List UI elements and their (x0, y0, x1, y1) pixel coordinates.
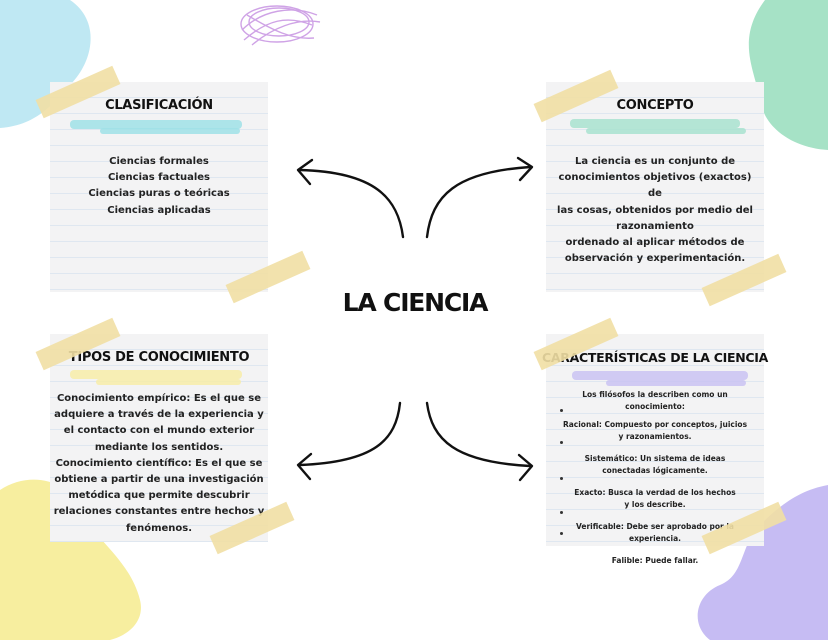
tipos-title: TIPOS DE CONOCIMIENTO (68, 350, 250, 365)
concepto-line: ordenado al aplicar métodos de (565, 237, 745, 249)
bullet-dot (560, 441, 563, 444)
purple-blob-decoration (697, 485, 828, 640)
concepto-line: conocimientos objetivos (exactos) de (558, 172, 752, 200)
clasificacion-highlight (70, 120, 242, 129)
tipos-line: mediante los sentidos. (94, 441, 224, 453)
arrow-bottom-left (298, 401, 402, 467)
clasificacion-title: CLASIFICACIÓN (105, 98, 213, 113)
tipos-line: fenómenos. (125, 522, 193, 534)
caracteristicas-item: Verificable: Debe ser aprobado por la ex… (576, 522, 734, 543)
tipos-text: Conocimiento empírico: Es el que se adqu… (52, 391, 266, 537)
arrow-top-right (425, 165, 532, 239)
tipos-line: adquiere a través de la experiencia y (54, 409, 264, 421)
clasificacion-list: Ciencias formales Ciencias factuales Cie… (56, 154, 262, 219)
clasificacion-item: Ciencias puras o teóricas (88, 188, 230, 200)
tipos-line: Conocimiento científico: Es el que se (55, 457, 263, 469)
tipos-highlight-2 (96, 379, 241, 385)
clasificacion-item: Ciencias formales (109, 156, 209, 167)
bullet-dot (560, 409, 563, 412)
scribble-decoration (240, 5, 321, 46)
center-title: LA CIENCIA (342, 288, 489, 317)
caracteristicas-item: Falible: Puede fallar. (611, 556, 699, 565)
tipos-card: TIPOS DE CONOCIMIENTO Conocimiento empír… (50, 334, 268, 542)
tipos-line: Conocimiento empírico: Es el que se (56, 393, 262, 404)
caracteristicas-intro: Los filósofos la describen como un conoc… (582, 390, 728, 411)
yellow-blob-decoration (0, 479, 141, 640)
arrowhead-bottom-left (296, 452, 313, 481)
caracteristicas-item: Sistemático: Un sistema de ideas conecta… (584, 454, 726, 475)
concepto-line: La ciencia es un conjunto de (574, 156, 736, 167)
arrow-top-left (298, 168, 405, 239)
concepto-line: observación y experimentación. (564, 253, 746, 265)
caracteristicas-highlight-2 (606, 380, 746, 386)
caracteristicas-item: Racional: Compuesto por conceptos, juici… (562, 420, 748, 441)
concepto-title: CONCEPTO (616, 98, 694, 113)
caracteristicas-highlight (572, 371, 748, 380)
concepto-line: razonamiento (616, 220, 694, 232)
arrow-bottom-right (425, 401, 532, 468)
caracteristicas-title: CARACTERÍSTICAS DE LA CIENCIA (542, 350, 768, 365)
concepto-line: las cosas, obtenidos por medio del (557, 204, 753, 216)
tipos-line: relaciones constantes entre hechos y (53, 506, 265, 518)
blue-blob-decoration (0, 0, 91, 128)
clasificacion-highlight-2 (100, 128, 240, 134)
arrowhead-bottom-right (517, 453, 534, 482)
clasificacion-card: CLASIFICACIÓN Ciencias formales Ciencias… (50, 82, 268, 292)
arrowhead-top-left (296, 158, 314, 186)
concepto-text: La ciencia es un conjunto de conocimient… (552, 154, 758, 267)
tipos-line: metódica que permite descubrir (68, 490, 250, 502)
concepto-card: CONCEPTO La ciencia es un conjunto de co… (546, 82, 764, 292)
tipos-line: obtiene a partir de una investigación (54, 474, 264, 486)
bullet-dot (560, 477, 563, 480)
tipos-line: el contacto con el mundo exterior (63, 425, 255, 437)
clasificacion-item: Ciencias aplicadas (107, 204, 211, 216)
bullet-dot (560, 532, 563, 535)
caracteristicas-text: Los filósofos la describen como un conoc… (552, 389, 758, 567)
green-blob-decoration (748, 0, 828, 150)
concepto-highlight (570, 119, 740, 128)
bullet-dot (560, 511, 563, 514)
arrowhead-top-right (516, 156, 534, 182)
caracteristicas-item: Exacto: Busca la verdad de los hechos y … (574, 488, 736, 509)
caracteristicas-card: CARACTERÍSTICAS DE LA CIENCIA Los filóso… (542, 334, 768, 565)
clasificacion-item: Ciencias factuales (107, 172, 211, 184)
tipos-highlight (70, 370, 242, 379)
concepto-highlight-2 (586, 128, 746, 134)
